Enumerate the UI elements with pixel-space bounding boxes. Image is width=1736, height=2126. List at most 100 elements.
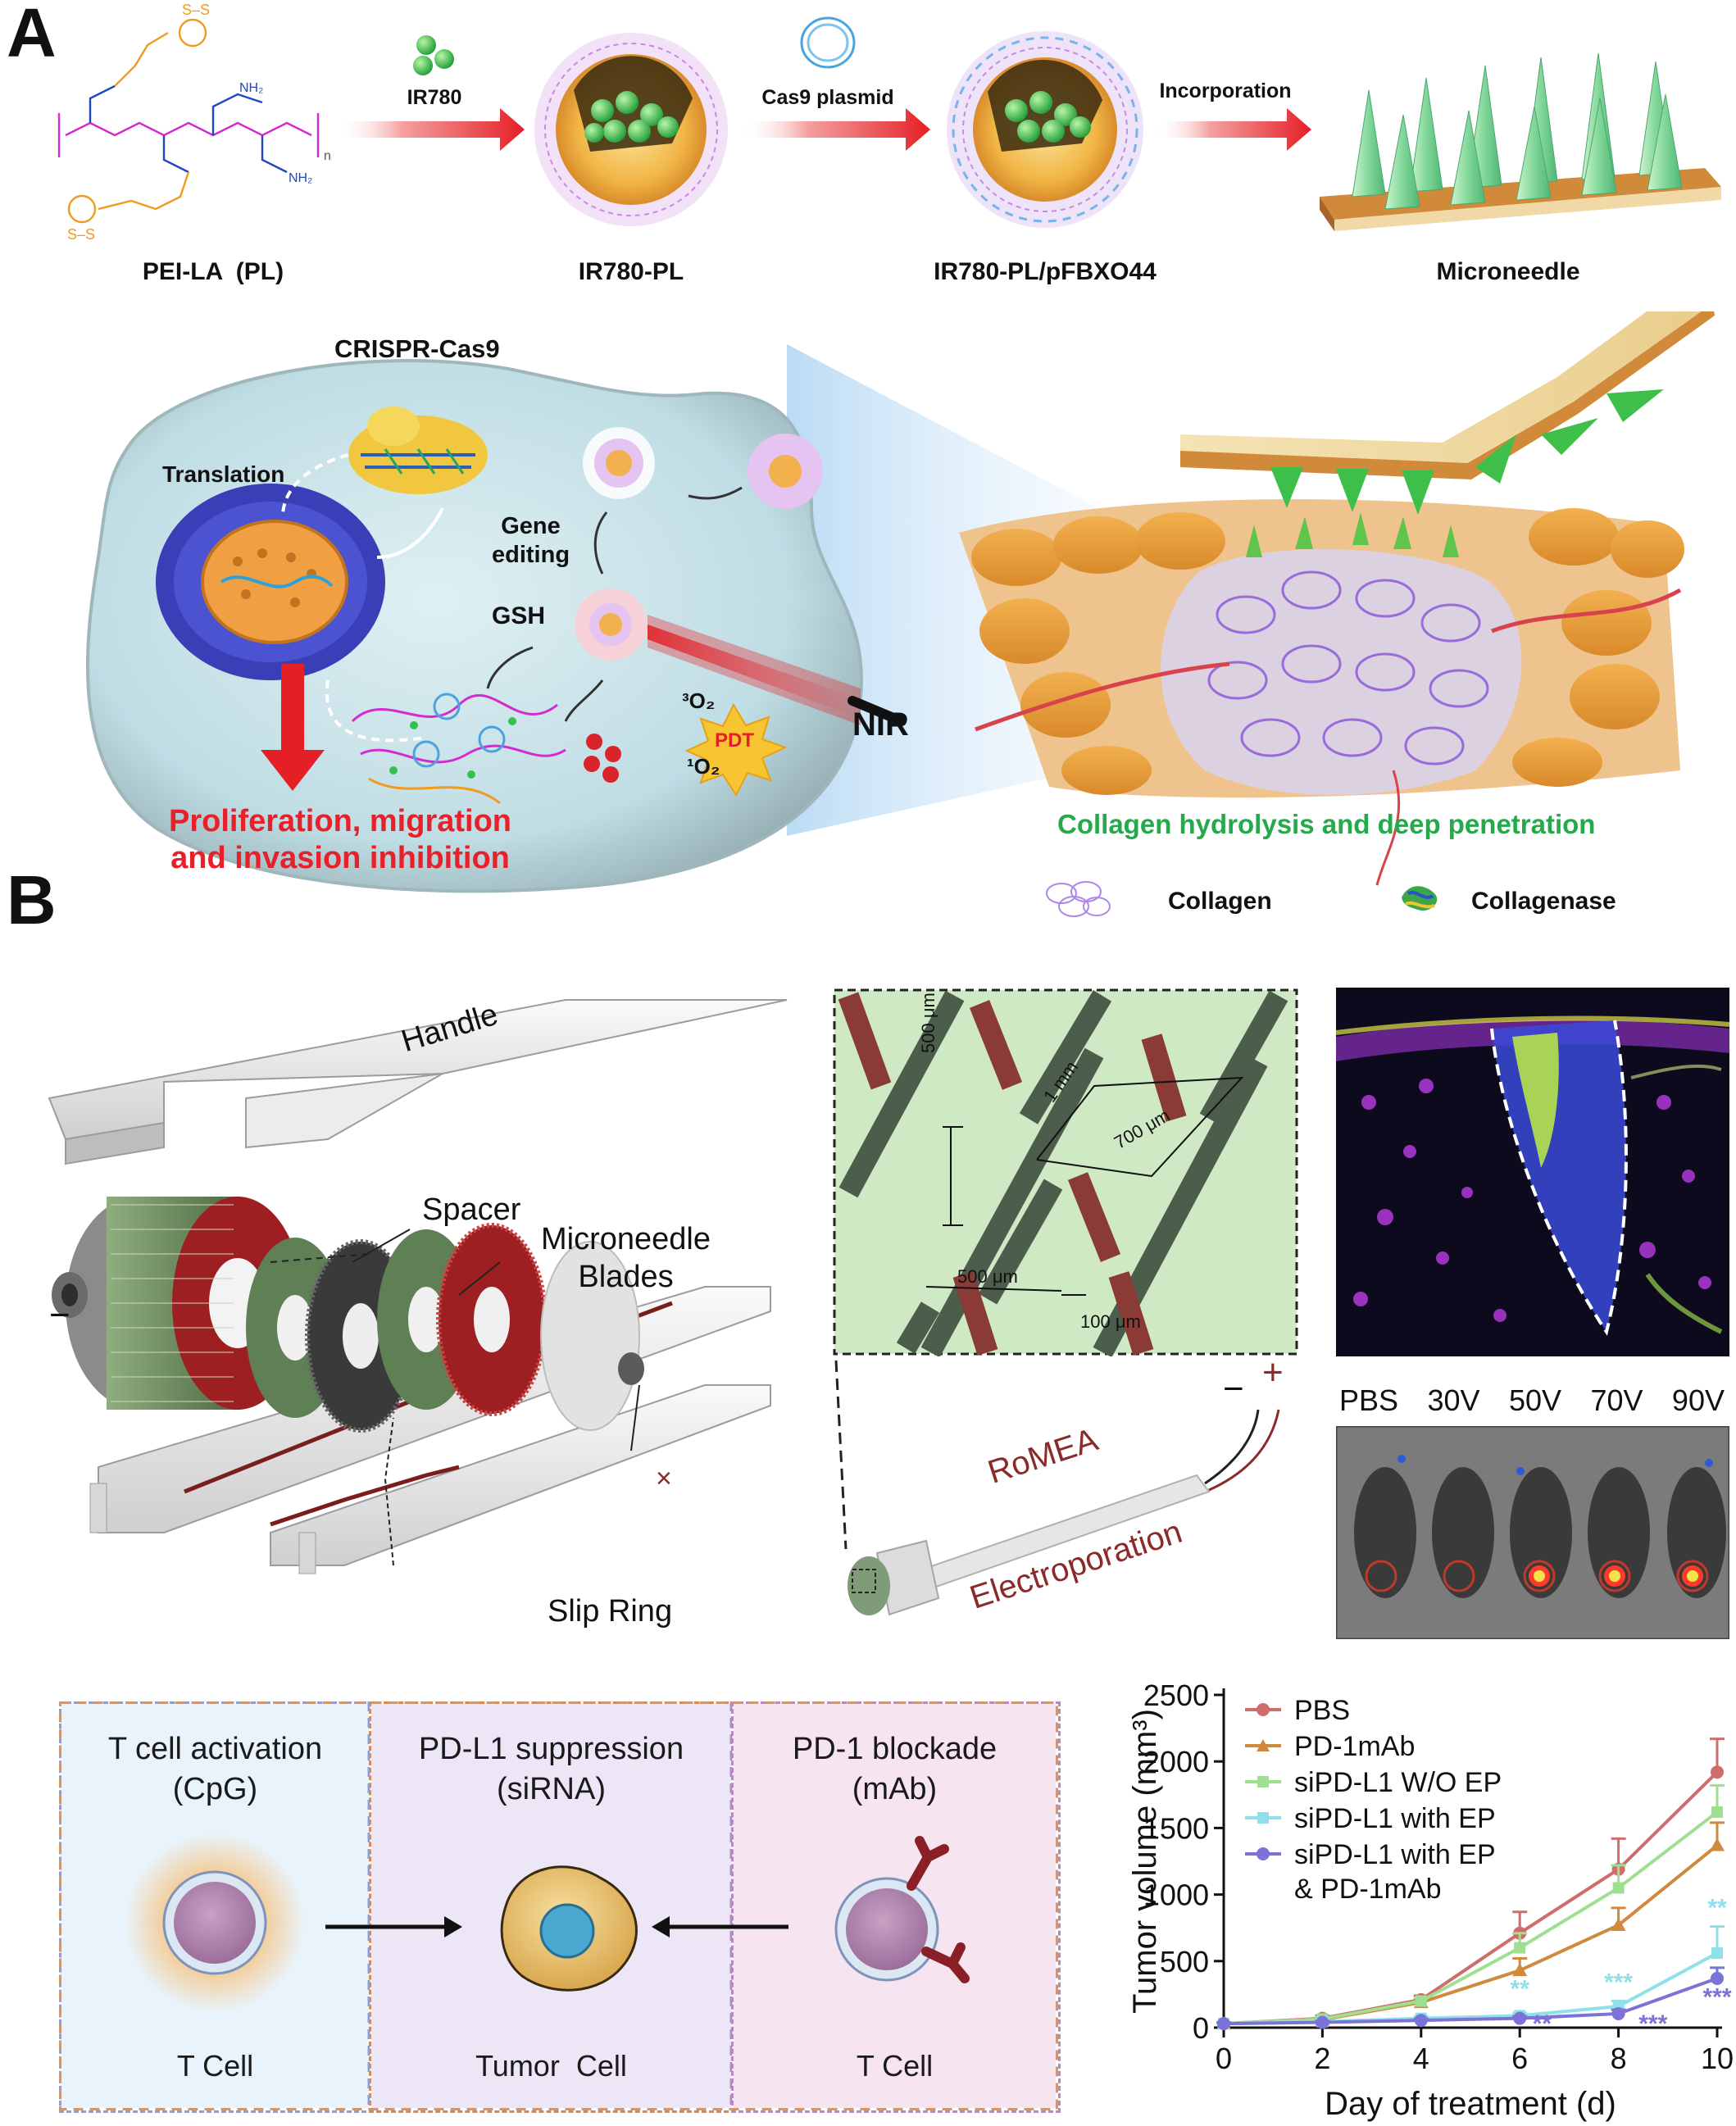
svg-text:n: n (324, 149, 331, 163)
data-point (1611, 2006, 1625, 2020)
legend-label: PD-1mAb (1294, 1731, 1415, 1762)
mechanism-3-title: PD-1 blockade (mAb) (792, 1732, 998, 1806)
y-tick-label: 1000 (1143, 1878, 1209, 1912)
imaging-group-pbs: PBS (1339, 1383, 1399, 1417)
device-plus-label: × (656, 1463, 672, 1494)
svg-text:NH₂: NH₂ (239, 81, 263, 95)
imaging-group-30v: 30V (1427, 1383, 1480, 1417)
x-tick-label: 4 (1413, 2042, 1429, 2075)
significance-mark: *** (1604, 1969, 1633, 1997)
gene-editing-label: Gene editing (492, 513, 570, 568)
x-tick-label: 10 (1701, 2042, 1734, 2075)
roller-minus-label: − (1223, 1369, 1244, 1409)
collagenase-legend-label: Collagenase (1471, 888, 1616, 915)
imaging-group-70v: 70V (1590, 1383, 1643, 1417)
microneedle-zoom-illustration (833, 988, 1298, 1356)
legend-label: & PD-1mAb (1294, 1874, 1442, 1905)
collagen-legend-icon (1046, 881, 1111, 917)
data-point (1514, 1942, 1526, 1954)
svg-text:S–S: S–S (182, 2, 210, 18)
legend-entry-0: PBS (1245, 1695, 1350, 1726)
x-tick-label: 2 (1314, 2042, 1330, 2075)
mechanism-2-cell-label: Tumor Cell (475, 2049, 627, 2083)
inhibition-label: Proliferation, migration and invasion in… (168, 804, 512, 875)
y-tick-label: 0 (1193, 2011, 1209, 2045)
collagen-legend-label: Collagen (1168, 888, 1272, 915)
ir780-pl-label: IR780-PL (578, 258, 684, 285)
fluorescence-micrograph (1336, 988, 1729, 1356)
mechanism-2-title: PD-L1 suppression (siRNA) (418, 1732, 684, 1806)
zoom-dim-100: 100 μm (1080, 1311, 1141, 1332)
roller-plus-label: + (1262, 1352, 1284, 1392)
imaging-group-90v: 90V (1671, 1383, 1725, 1417)
y-tick-label: 500 (1160, 1945, 1209, 1978)
legend-marker (1257, 1776, 1269, 1788)
legend-marker (1257, 1703, 1270, 1716)
nir-label: NIR (852, 706, 909, 743)
legend-label: siPD-L1 with EP (1294, 1803, 1496, 1834)
series-line (1223, 1977, 1718, 2026)
x-tick-label: 6 (1511, 2042, 1528, 2075)
blades-label: Microneedle Blades (541, 1222, 711, 1294)
data-point (1612, 1882, 1625, 1894)
svg-text:S–S: S–S (67, 226, 95, 243)
synthesis-row-illustration: S–S S–S NH₂ NH₂ n (57, 2, 1721, 243)
legend-label: PBS (1294, 1695, 1350, 1726)
arrow-3-label: Incorporation (1159, 79, 1292, 102)
mechanism-1-title: T cell activation (CpG) (107, 1732, 323, 1806)
data-point (1512, 1963, 1528, 1977)
data-point (1316, 2015, 1329, 2029)
legend-marker (1257, 1739, 1270, 1751)
nanoparticle-ir780-pl (534, 33, 728, 226)
mouse-imaging-panel (1336, 1426, 1729, 1639)
spacer-label: Spacer (422, 1192, 521, 1227)
series-line (1223, 1843, 1719, 2026)
pl-label: PEI-LA (PL) (142, 258, 284, 285)
data-point (1710, 1838, 1725, 1851)
legend-marker (1257, 1847, 1270, 1860)
data-point (1415, 1995, 1427, 2007)
x-axis-label: Day of treatment (d) (1325, 2086, 1616, 2122)
romea-roller-illustration (834, 1360, 1280, 1616)
data-point (1217, 2017, 1230, 2031)
significance-mark: ** (1533, 2010, 1552, 2037)
triplet-oxygen-label: ³O₂ (682, 688, 716, 713)
nanoparticle-ir780-pl-pfbxo44 (947, 31, 1143, 228)
pdt-label: PDT (715, 729, 754, 752)
skin-block (959, 311, 1715, 886)
data-point (1611, 1917, 1626, 1931)
ir780-dots (413, 35, 454, 75)
data-point (1711, 1971, 1724, 1985)
arrow-2-label: Cas9 plasmid (761, 86, 894, 109)
legend-entry-4: siPD-L1 with EP & PD-1mAb (1245, 1839, 1496, 1905)
arrow-1-label: IR780 (407, 86, 462, 109)
arrow-3 (1156, 108, 1311, 151)
microneedle-label: Microneedle (1436, 258, 1580, 285)
significance-mark: ** (1707, 1895, 1727, 1922)
data-point (1711, 1806, 1723, 1818)
zoom-dim-500-vertical: 500 μm (918, 993, 938, 1053)
legend-entry-3: siPD-L1 with EP (1245, 1803, 1496, 1834)
y-tick-label: 1500 (1143, 1811, 1209, 1845)
legend-label: siPD-L1 with EP (1294, 1839, 1496, 1870)
mechanism-illustration (59, 1701, 1058, 2111)
imaging-group-50v: 50V (1508, 1383, 1562, 1417)
cell-and-skin-illustration (85, 311, 1715, 893)
slip-ring-label: Slip Ring (548, 1594, 673, 1629)
y-axis-label: Tumor volume (mm³) (1127, 1709, 1163, 2014)
gsh-label: GSH (492, 602, 546, 629)
x-tick-label: 8 (1611, 2042, 1627, 2075)
significance-mark: *** (1702, 1983, 1731, 2010)
microneedle-patch (1320, 52, 1721, 231)
collagenase-legend-icon (1402, 886, 1438, 911)
ir780-pl-pfbxo44-label: IR780-PL/pFBXO44 (934, 258, 1157, 285)
arrow-2 (742, 108, 930, 151)
zoom-dim-500-horizontal: 500 μm (957, 1266, 1018, 1287)
legend-marker (1257, 1812, 1269, 1824)
series-line (1223, 1810, 1719, 2026)
y-tick-label: 2500 (1143, 1679, 1209, 1712)
plasmid-icon (800, 16, 856, 69)
data-point (1414, 2014, 1428, 2028)
